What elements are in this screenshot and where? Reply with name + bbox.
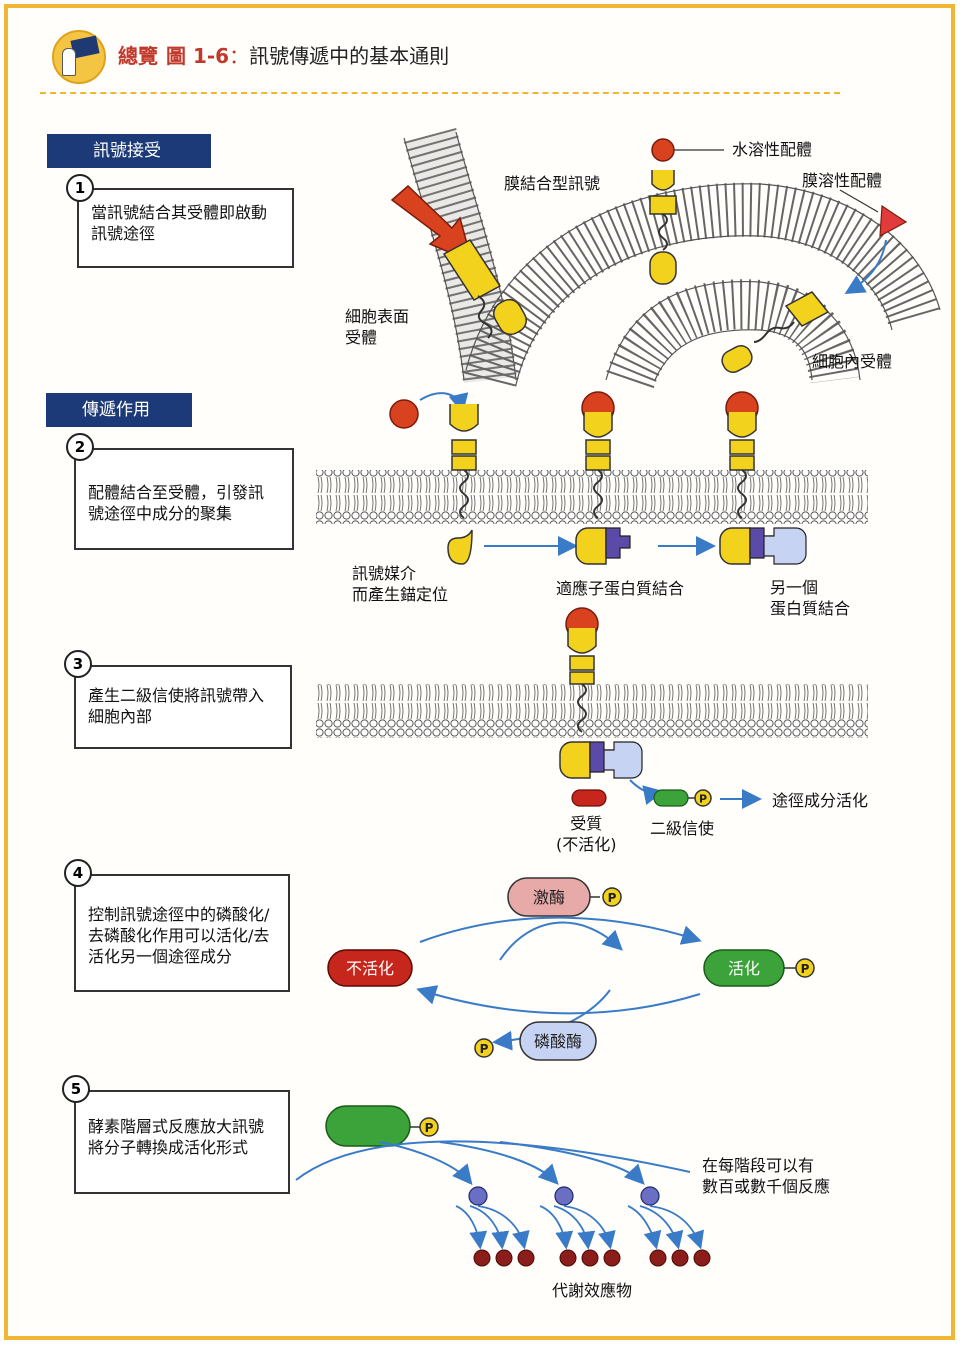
step-text-2: 配體結合至受體，引發訊 號途徑中成分的聚集 [88,483,265,523]
second-messenger-label: 二級信使 [650,819,715,838]
step-number-3: 3 [64,650,92,678]
kinase-label: 激酶 [533,888,565,907]
svg-text:P: P [801,962,810,976]
step-box-5: 酵素階層式反應放大訊號 將分子轉換成活化形式 [74,1090,290,1194]
membrane-step3 [316,684,868,738]
step-box-4: 控制訊號途徑中的磷酸化/ 去磷酸化作用可以活化/去 活化另一個途徑成分 [74,874,290,992]
active-label: 活化 [728,959,760,978]
cascade-enzyme-icon: P [325,1105,439,1147]
svg-text:P: P [608,891,617,905]
step-box-2: 配體結合至受體，引發訊 號途徑中成分的聚集 [74,448,294,550]
active-protein-icon: P [703,949,815,987]
membrane-signal-arrow-icon [390,184,474,264]
cascade-intermediates [468,1186,660,1206]
step-number-4: 4 [64,859,92,887]
metabolic-effectors [473,1249,711,1267]
overview-label: 總覽 [118,44,158,68]
kinase-icon: P [507,877,622,917]
figure-number: 圖 1-6 [166,44,230,68]
section-transduction: 傳遞作用 [46,393,192,427]
second-messenger-receptor-icon [559,607,664,805]
inactive-label: 不活化 [346,959,394,978]
teacher-logo-icon [52,30,106,84]
step-text-3: 產生二級信使將訊號帶入 細胞內部 [88,686,265,726]
membrane-soluble-ligand-label: 膜溶性配體 [802,171,883,190]
another-protein-receptor-icon [719,391,807,565]
header-divider [40,92,840,94]
step-text-4: 控制訊號途徑中的磷酸化/ 去磷酸化作用可以活化/去 活化另一個途徑成分 [88,905,270,966]
amplification-note: 在每階段可以有 數百或數千個反應 [702,1156,831,1196]
inactive-protein-icon [327,949,413,987]
membrane-soluble-ligand-icon [839,189,908,295]
svg-text:P: P [699,793,707,806]
step-number-5: 5 [62,1075,90,1103]
figure-title: 訊號傳遞中的基本通則 [249,44,450,68]
title-colon: ： [229,44,250,68]
soluble-receptor-icon [649,138,724,285]
svg-text:P: P [480,1042,489,1056]
metabolic-effector-label: 代謝效應物 [552,1281,633,1300]
adaptor-receptor-icon [575,391,631,565]
section-reception: 訊號接受 [47,134,211,168]
step-number-1: 1 [66,174,94,202]
another-protein-label: 另一個 蛋白質結合 [770,578,851,618]
cell-surface-receptor-label: 細胞表面 受體 [345,307,410,347]
step-box-1: 當訊號結合其受體即啟動 訊號途徑 [77,188,294,268]
step-box-3: 產生二級信使將訊號帶入 細胞內部 [74,665,292,749]
phosphatase-icon [519,1021,597,1061]
substrate-inactive-icon [571,789,607,807]
membrane-step2 [316,470,868,524]
adaptor-binding-label: 適應子蛋白質結合 [556,579,685,598]
substrate-label: 受質 (不活化) [556,814,617,854]
signal-localization-label: 訊號媒介 而產生錨定位 [352,564,449,604]
soluble-ligand-label: 水溶性配體 [732,140,813,159]
svg-text:P: P [425,1121,434,1135]
intracellular-receptor-label: 細胞內受體 [812,352,893,371]
second-messenger-icon: P [653,789,712,807]
membrane-signal-label: 膜結合型訊號 [504,174,601,193]
cell-surface-receptor-icon [442,239,527,339]
free-phosphate-icon: P [474,1038,494,1058]
phosphatase-label: 磷酸酶 [534,1032,582,1051]
intracellular-receptor-icon [721,291,830,373]
pathway-activation-label: 途徑成分活化 [772,791,869,810]
step-text-5: 酵素階層式反應放大訊號 將分子轉換成活化形式 [88,1117,265,1157]
step-text-1: 當訊號結合其受體即啟動 訊號途徑 [91,203,268,243]
page-title: 總覽圖 1-6：訊號傳遞中的基本通則 [118,40,449,69]
step-number-2: 2 [66,433,94,461]
ligand-binding-receptor-icon [389,392,479,565]
